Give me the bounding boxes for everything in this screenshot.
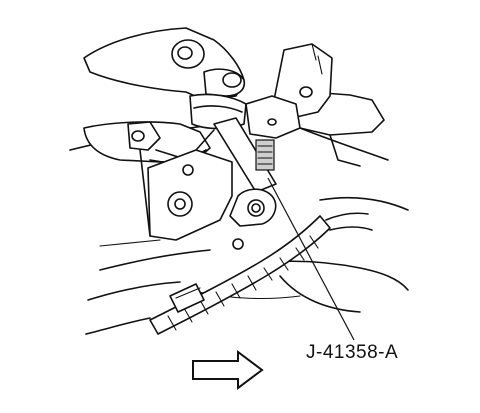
lower-hand [83,121,211,169]
tool-handle [213,117,277,227]
wire-harness [149,212,373,335]
callout-leader-line [267,177,355,341]
tool-callout-label: J-41358-A [306,342,399,363]
right-arrow-icon [192,350,264,390]
upper-hand [83,27,247,130]
mounting-bracket [245,43,333,139]
mount-plate [139,129,244,250]
